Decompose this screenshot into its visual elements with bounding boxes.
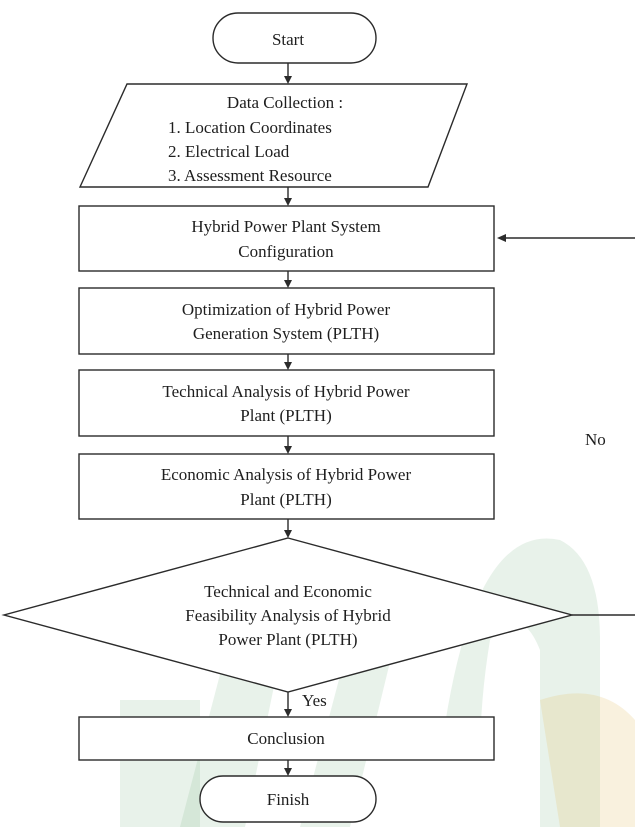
optimization-box	[78, 287, 495, 355]
arrowhead	[284, 709, 292, 717]
optimization-label: Generation System (PLTH)	[193, 324, 379, 343]
start-terminal	[212, 12, 377, 64]
economic-analysis-label: Economic Analysis of Hybrid Power	[161, 465, 412, 484]
arrowhead	[284, 530, 292, 538]
no-label: No	[585, 430, 606, 449]
data-collection-item: 3. Assessment Resource	[168, 166, 332, 185]
optimization-label: Optimization of Hybrid Power	[182, 300, 391, 319]
arrowhead	[284, 446, 292, 454]
economic-analysis-box	[78, 453, 495, 520]
yes-label: Yes	[302, 691, 327, 710]
decision-label: Feasibility Analysis of Hybrid	[185, 606, 391, 625]
data-collection-item: 1. Location Coordinates	[168, 118, 332, 137]
decision-label: Technical and Economic	[204, 582, 372, 601]
loop-back-arrowhead	[497, 234, 506, 242]
conclusion-box	[78, 716, 495, 761]
configuration-label: Configuration	[238, 242, 334, 261]
finish-terminal	[199, 775, 377, 823]
start-label: Start	[272, 30, 304, 49]
arrowhead	[284, 768, 292, 776]
data-collection-box	[78, 83, 469, 188]
arrowhead	[284, 198, 292, 206]
technical-analysis-label: Technical Analysis of Hybrid Power	[162, 382, 409, 401]
arrowhead	[284, 362, 292, 370]
data-collection-item: 2. Electrical Load	[168, 142, 290, 161]
configuration-label: Hybrid Power Plant System	[191, 217, 380, 236]
decision-label: Power Plant (PLTH)	[218, 630, 357, 649]
arrowhead	[284, 280, 292, 288]
conclusion-label: Conclusion	[247, 729, 325, 748]
arrowhead	[284, 76, 292, 84]
technical-analysis-box	[78, 369, 495, 437]
data-collection-title: Data Collection :	[227, 93, 343, 112]
economic-analysis-label: Plant (PLTH)	[240, 490, 331, 509]
configuration-box	[78, 205, 495, 272]
finish-label: Finish	[267, 790, 310, 809]
technical-analysis-label: Plant (PLTH)	[240, 406, 331, 425]
